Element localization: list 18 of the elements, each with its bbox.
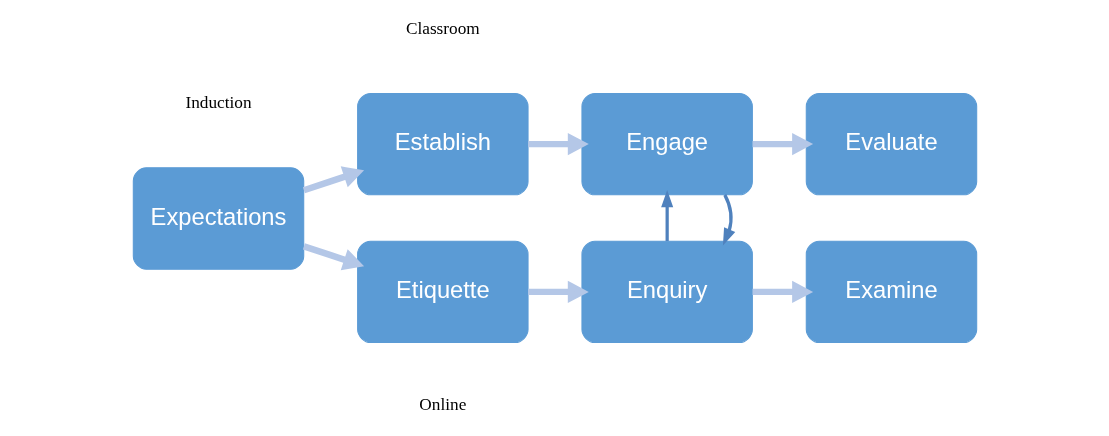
node-box: Establish <box>356 92 529 196</box>
arrow <box>752 133 813 156</box>
arrow <box>752 280 813 303</box>
node-box: Engage <box>580 92 753 196</box>
arrow <box>660 189 673 242</box>
label: Online <box>418 395 466 415</box>
node-box: Etiquette <box>356 240 529 344</box>
node-box: Expectations <box>132 167 304 270</box>
node-box: Examine <box>805 240 977 344</box>
label: Induction <box>184 93 252 113</box>
arrow <box>722 194 735 246</box>
arrow <box>527 280 589 303</box>
arrow <box>302 243 364 271</box>
label: Classroom <box>405 18 480 38</box>
arrow <box>527 133 589 156</box>
node-box: Enquiry <box>580 240 753 344</box>
node-box: Evaluate <box>805 92 977 196</box>
arrow <box>302 166 364 194</box>
